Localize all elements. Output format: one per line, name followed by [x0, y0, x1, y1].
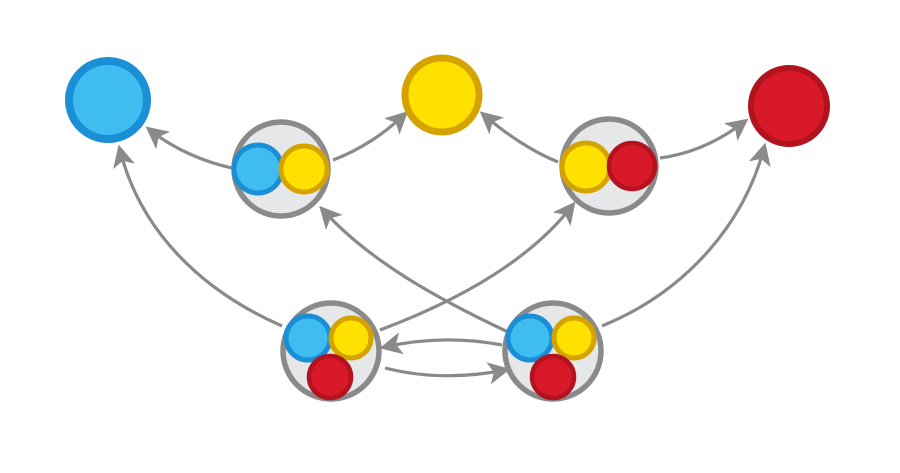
- node-blue-yellow: [231, 119, 331, 219]
- node-triple-left: [280, 300, 382, 402]
- node-blue: [65, 57, 151, 143]
- edge-triple-left-to-triple-right: [384, 362, 511, 385]
- red-member: [606, 140, 658, 192]
- edge-triple-right-to-red: [601, 142, 771, 328]
- yellow-member: [328, 315, 374, 361]
- blue-member: [231, 142, 285, 196]
- edge-triple-right-to-triple-left: [379, 332, 503, 355]
- red-member: [306, 353, 354, 401]
- edges-layer: [113, 111, 771, 385]
- node-triple-right: [502, 300, 604, 402]
- edge-triple-left-to-yellow-red: [379, 201, 576, 332]
- edge-triple-left-to-blue: [113, 144, 283, 328]
- red-member: [529, 353, 577, 401]
- edge-yellow-red-to-yellow: [479, 111, 559, 164]
- edge-yellow-red-to-red: [659, 118, 749, 160]
- node-yellow-red: [559, 116, 659, 216]
- yellow-member: [278, 143, 330, 195]
- yellow-member: [559, 140, 613, 194]
- blue-member: [283, 313, 333, 363]
- edge-triple-right-to-blue-yellow: [319, 205, 509, 334]
- node-yellow: [401, 54, 483, 136]
- edge-blue-yellow-to-blue: [145, 126, 233, 170]
- node-red: [748, 65, 830, 147]
- blue-member: [505, 313, 555, 363]
- yellow-member: [551, 315, 597, 361]
- edge-blue-yellow-to-yellow: [332, 111, 409, 162]
